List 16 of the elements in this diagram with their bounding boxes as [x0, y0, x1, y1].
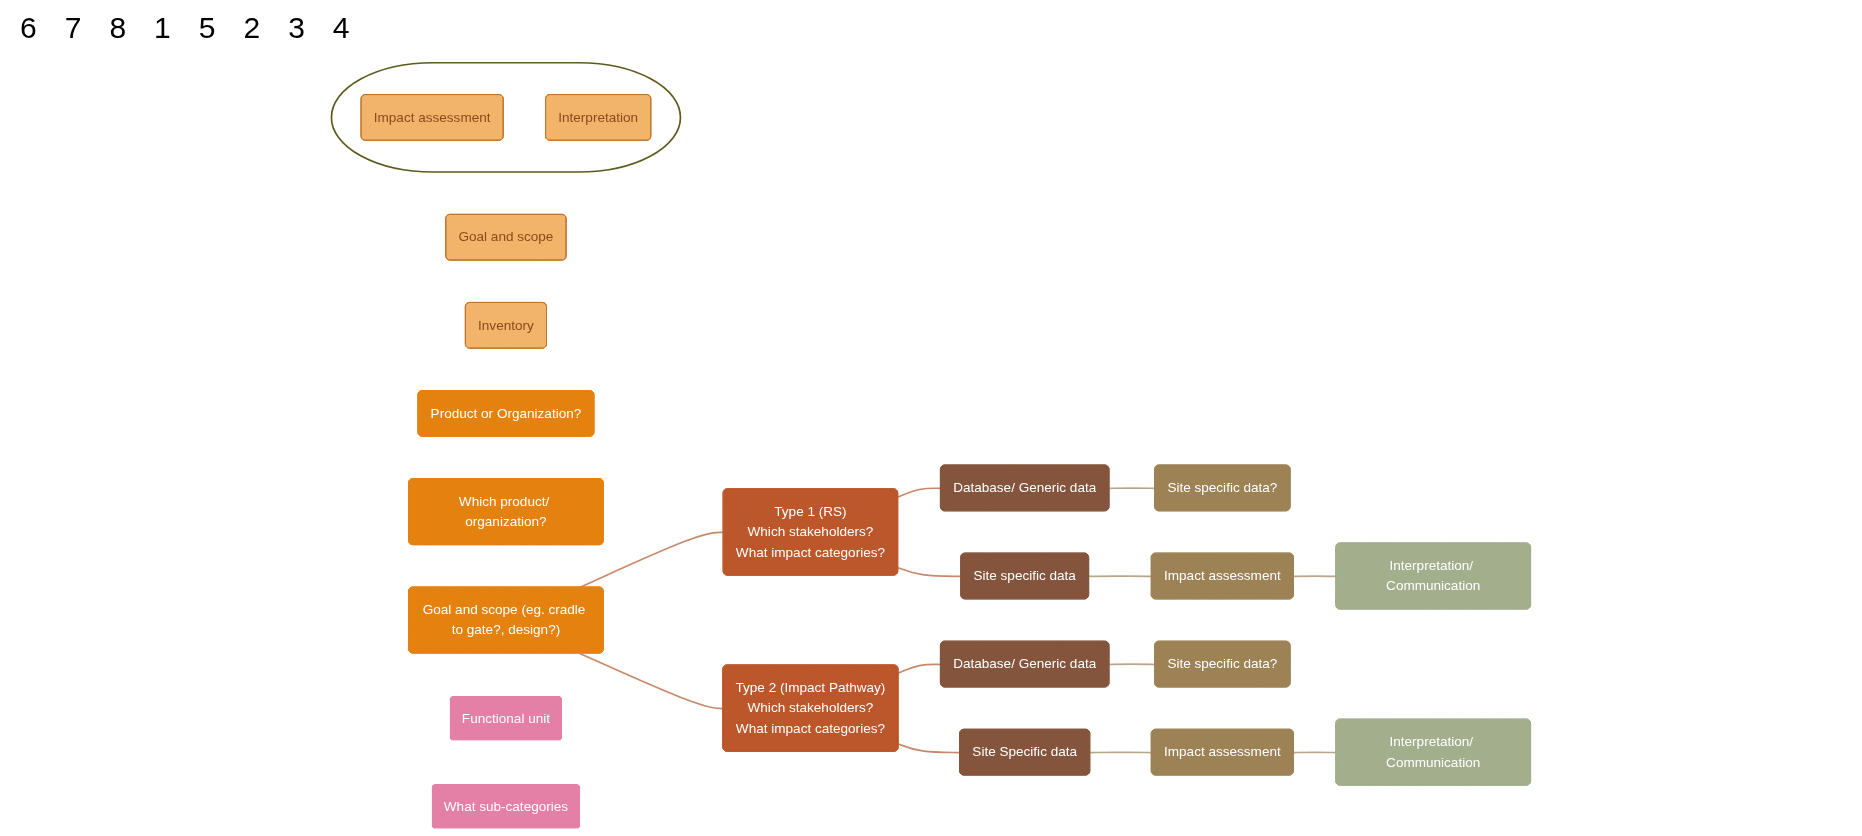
connector: [1088, 575, 1153, 578]
callout-number: 1: [154, 11, 171, 45]
connector: [897, 663, 942, 674]
connector: [1108, 487, 1156, 490]
callout-number: 5: [198, 11, 216, 45]
callout-number: 8: [109, 11, 127, 45]
cluster: [330, 61, 682, 173]
callout-number: 6: [20, 11, 37, 45]
connector: [1089, 751, 1153, 754]
connector: [897, 743, 961, 754]
callout-number: 3: [288, 11, 305, 45]
callout-number: 2: [243, 11, 261, 45]
connector: [1108, 663, 1156, 666]
callout-number: 4: [332, 11, 350, 45]
callout-number: 7: [64, 11, 82, 45]
connector: [897, 487, 942, 498]
